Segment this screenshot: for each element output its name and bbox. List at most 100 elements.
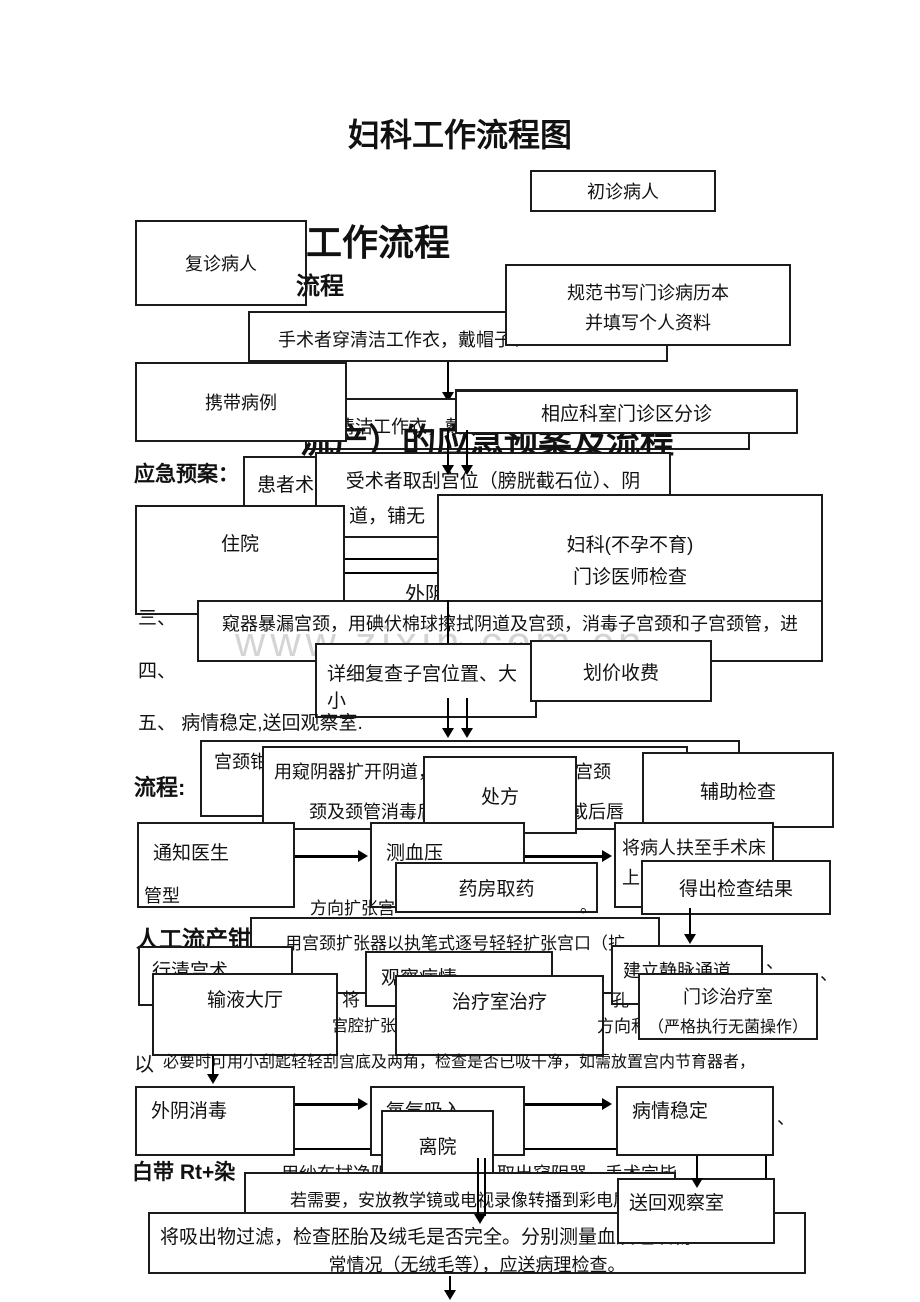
box-label-line1: 窥器暴漏宫颈，用碘伏棉球擦拭阴道及宫颈，消毒子宫颈和子宫颈管，进 bbox=[222, 614, 798, 634]
arrow-line bbox=[689, 908, 691, 936]
paragraph-biyao: 必要时可用小刮匙轻轻刮宫底及两角，检查是否已吸干净，如需放置宫内节育器者， bbox=[163, 1054, 756, 1071]
arrow-right-icon bbox=[358, 1098, 368, 1110]
box-pharmacy-get-medicine: 药房取药 bbox=[395, 862, 598, 913]
connector-line bbox=[765, 1156, 767, 1184]
box-label: 送回观察室 bbox=[629, 1193, 725, 1214]
box-label-line1: 门诊治疗室 bbox=[683, 987, 773, 1007]
text-fragment-jiang: 将 bbox=[342, 990, 360, 1010]
box-infusion-hall: 输液大厅 bbox=[152, 973, 338, 1056]
list-item-5: 五、 病情稳定,送回观察室. bbox=[138, 713, 363, 734]
list-item-4: 四、 bbox=[138, 661, 177, 682]
text-fragment-guanxing: 管型 bbox=[144, 886, 180, 906]
box-label: 药房取药 bbox=[458, 879, 535, 900]
box-label: 复诊病人 bbox=[185, 254, 257, 274]
box-label: 初诊病人 bbox=[587, 182, 659, 202]
page-title: 妇科工作流程图 bbox=[347, 117, 572, 153]
box-label-line1: 妇科(不孕不育) bbox=[566, 535, 694, 556]
arrow-line bbox=[696, 1156, 698, 1182]
label-baidai: 白带 Rt+染 bbox=[132, 1161, 236, 1184]
heading-work-flow-partial: 工作流程 bbox=[306, 222, 451, 263]
arrow-down-icon bbox=[691, 1178, 703, 1188]
box-label-line1: 将吸出物过滤，检查胚胎及绒毛是否完全。分别测量血及组织物 bbox=[160, 1227, 693, 1248]
box-prescription: 处方 bbox=[423, 756, 577, 834]
box-label-line1: 规范书写门诊病历本 bbox=[567, 283, 729, 303]
box-label: 划价收费 bbox=[582, 662, 659, 684]
arrow-line bbox=[295, 1103, 361, 1106]
box-first-visit-patient: 初诊病人 bbox=[530, 170, 716, 212]
box-label-line2: 道，铺无 bbox=[349, 506, 426, 527]
box-label: 住院 bbox=[220, 534, 259, 555]
arrow-down-icon bbox=[444, 1290, 456, 1300]
connector-line bbox=[345, 572, 437, 574]
text-fragment-gongqiang: 宫腔扩张 bbox=[332, 1018, 397, 1035]
box-label: 手术者穿清洁工作衣，戴帽子、 bbox=[278, 330, 530, 350]
box-standard-medical-record: 规范书写门诊病历本 并填写个人资料 bbox=[505, 264, 791, 346]
box-notify-doctor: 通知医生 bbox=[137, 822, 295, 908]
box-discharge: 离院 bbox=[381, 1110, 494, 1180]
connector-line bbox=[295, 1148, 370, 1150]
box-pricing-charge: 划价收费 bbox=[530, 640, 712, 702]
box-treatment-room-therapy: 治疗室治疗 bbox=[395, 975, 604, 1056]
box-return-visit-patient: 复诊病人 bbox=[135, 220, 307, 306]
text-fragment-dunhao: 、 bbox=[820, 964, 838, 984]
box-label-frag: 用窥阴器扩开阴道， bbox=[274, 762, 436, 782]
box-label: 宫颈钳 bbox=[214, 752, 268, 772]
arrow-right-icon bbox=[602, 850, 612, 862]
box-outpatient-treatment-room: 门诊治疗室 （严格执行无菌操作） bbox=[638, 973, 818, 1040]
box-label: 清洁工作衣，戴帽 bbox=[337, 417, 481, 437]
arrow-down-icon bbox=[461, 465, 473, 475]
text-fragment-period: 。 bbox=[580, 897, 597, 916]
box-label: 辅助检查 bbox=[699, 781, 776, 803]
box-label: 得出检查结果 bbox=[678, 879, 793, 900]
box-gynecology-doctor-exam: 妇科(不孕不育) 门诊医师检查 bbox=[437, 494, 823, 604]
box-label: 处方 bbox=[480, 786, 519, 808]
box-hospitalization: 住院 bbox=[135, 505, 345, 615]
arrow-line bbox=[466, 698, 468, 730]
box-triage-outpatient-area: 相应科室门诊区分诊 bbox=[455, 389, 798, 434]
box-label: 输液大厅 bbox=[206, 990, 283, 1011]
arrow-line bbox=[447, 430, 449, 468]
text-fragment-fangxianghe: 方向和 bbox=[597, 1017, 648, 1036]
box-recheck-uterus-position: 详细复查子宫位置、大小 bbox=[315, 643, 537, 718]
list-item-3: 三、 bbox=[138, 608, 177, 629]
arrow-line bbox=[295, 855, 361, 858]
box-label: 治疗室治疗 bbox=[451, 992, 547, 1013]
box-label-line2: 上 bbox=[622, 868, 640, 888]
arrow-down-icon bbox=[474, 1214, 486, 1224]
arrow-line bbox=[449, 1276, 451, 1294]
arrow-line bbox=[447, 698, 449, 730]
heading-sub-flow-partial: 流程 bbox=[296, 273, 344, 300]
box-label: 携带病例 bbox=[205, 393, 277, 413]
label-flow: 流程: bbox=[134, 775, 186, 800]
box-get-exam-result: 得出检查结果 bbox=[641, 860, 831, 915]
box-label: 相应科室门诊区分诊 bbox=[540, 403, 712, 425]
arrow-right-icon bbox=[358, 850, 368, 862]
arrow-line bbox=[212, 1056, 214, 1078]
text-fragment-dunhao: 、 bbox=[777, 1108, 795, 1128]
arrow-down-icon bbox=[442, 465, 454, 475]
box-label: 离院 bbox=[418, 1136, 457, 1158]
arrow-line bbox=[484, 1158, 486, 1216]
box-label-line2: 门诊医师检查 bbox=[572, 567, 687, 588]
box-label: 患者术前 bbox=[257, 475, 334, 496]
text-fragment-fangxiang: 方向扩张宫 bbox=[310, 899, 395, 918]
arrow-down-icon bbox=[442, 728, 454, 738]
box-vulva-disinfection: 外阴消毒 bbox=[135, 1086, 295, 1156]
connector-line bbox=[345, 558, 437, 560]
arrow-down-icon bbox=[461, 728, 473, 738]
box-label: 外阴消毒 bbox=[151, 1101, 228, 1122]
arrow-right-icon bbox=[602, 1098, 612, 1110]
arrow-down-icon bbox=[442, 392, 454, 402]
connector-line bbox=[525, 1148, 616, 1150]
arrow-down-icon bbox=[207, 1074, 219, 1084]
box-label-line2: 并填写个人资料 bbox=[585, 313, 711, 333]
label-emergency-plan: 应急预案： bbox=[134, 463, 239, 486]
box-auxiliary-exam: 辅助检查 bbox=[642, 752, 834, 828]
box-label: 详细复查子宫位置、大小 bbox=[327, 664, 518, 712]
box-label-line2: （严格执行无菌操作） bbox=[647, 1019, 808, 1036]
box-label-line1: 受术者取刮宫位（膀胱截石位）、阴 bbox=[345, 471, 641, 492]
box-label-line1: 用宫颈扩张器以执笔式逐号轻轻扩张宫口（扩 bbox=[285, 934, 625, 953]
arrow-line bbox=[447, 362, 449, 394]
box-label: 通知医生 bbox=[153, 843, 230, 864]
